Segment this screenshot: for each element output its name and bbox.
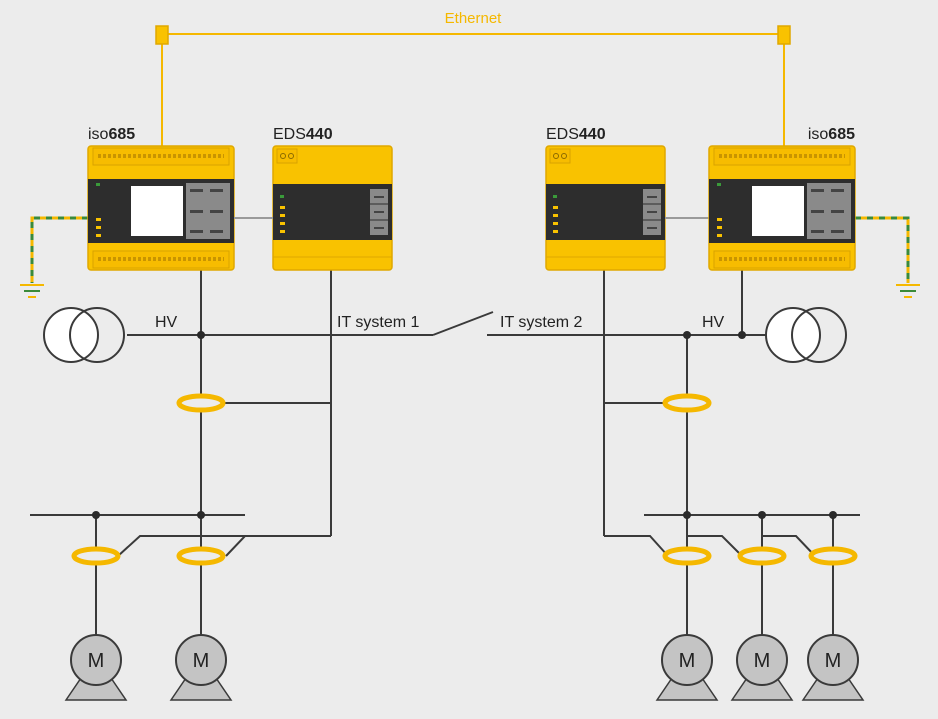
motor-2: M: [170, 634, 232, 701]
device-title: iso685: [88, 126, 135, 143]
junction-dots: [92, 331, 837, 519]
motor-1: M: [65, 634, 127, 701]
current-transformer-icon: [179, 396, 223, 410]
device-iso685-left: iso685: [87, 126, 235, 271]
device-display: [131, 186, 183, 236]
motor-4: M: [731, 634, 793, 701]
device-title: iso685: [808, 126, 855, 143]
device-iso685-right: iso685: [708, 126, 856, 271]
ground-left: [19, 216, 88, 298]
hv-label-left: HV: [155, 314, 178, 331]
it-system-1-label: IT system 1: [337, 314, 419, 331]
ethernet-link: Ethernet: [155, 10, 791, 146]
device-eds440-left: EDS440: [272, 126, 393, 271]
hv-label-right: HV: [702, 314, 725, 331]
device-display: [752, 186, 804, 236]
motor-label: M: [825, 650, 842, 672]
current-transformer-icon: [74, 549, 118, 563]
ethernet-label: Ethernet: [445, 10, 503, 27]
motor-label: M: [754, 650, 771, 672]
motor-5: M: [802, 634, 864, 701]
current-transformer-icon: [740, 549, 784, 563]
transformer-right-icon: [765, 307, 847, 363]
current-transformer-icon: [665, 549, 709, 563]
it-system-2-label: IT system 2: [500, 314, 582, 331]
current-transformer-icon: [179, 549, 223, 563]
motor-3: M: [656, 634, 718, 701]
motor-label: M: [193, 650, 210, 672]
device-title: EDS440: [546, 126, 606, 143]
transformer-left-icon: [43, 307, 125, 363]
wiring: [30, 270, 860, 635]
motor-label: M: [679, 650, 696, 672]
current-transformer-icon: [811, 549, 855, 563]
motor-label: M: [88, 650, 105, 672]
ethernet-connector-left: [155, 25, 169, 45]
current-transformer-icon: [665, 396, 709, 410]
device-eds440-right: EDS440: [545, 126, 666, 271]
ground-right: [855, 216, 921, 298]
device-title: EDS440: [273, 126, 333, 143]
ethernet-connector-right: [777, 25, 791, 45]
